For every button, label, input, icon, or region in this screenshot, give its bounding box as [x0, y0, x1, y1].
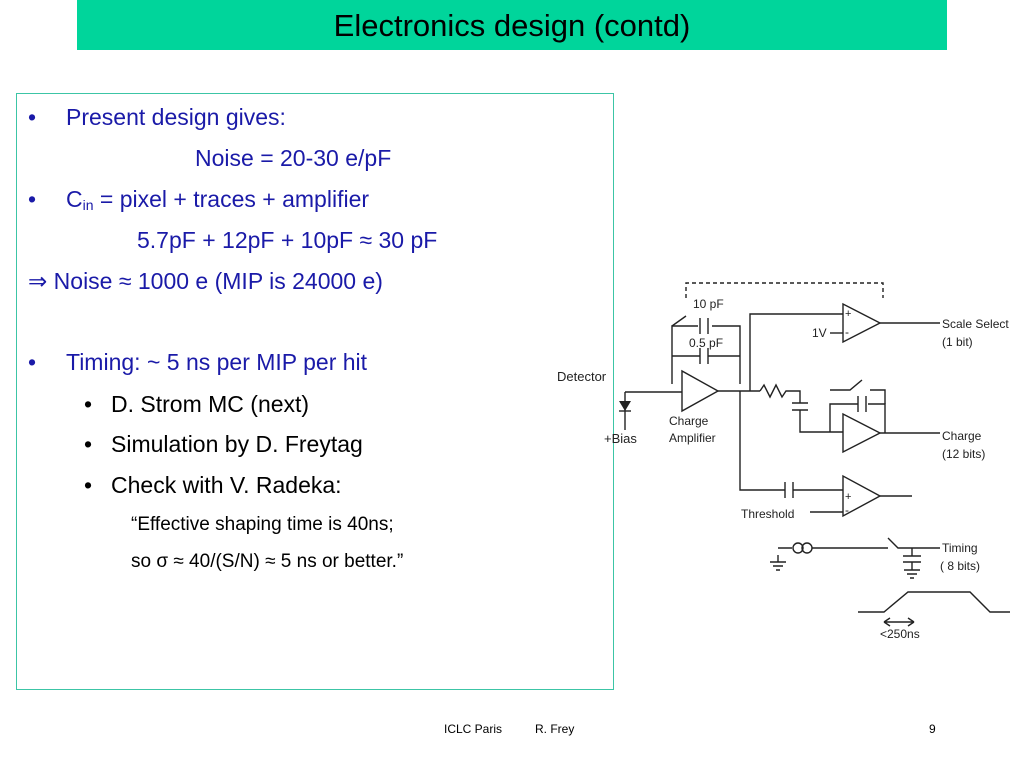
output-bus: [739, 391, 785, 491]
content-box: [16, 93, 614, 690]
noise-result: ⇒ Noise ≈ 1000 e (MIP is 24000 e): [28, 268, 383, 295]
feedback-switch: [671, 315, 687, 327]
label-bias: +Bias: [604, 431, 637, 446]
bullet-marker: •: [28, 104, 37, 130]
label-ref-1v: 1V: [812, 326, 827, 340]
bullet-marker: •: [28, 349, 37, 375]
label-plus: +: [845, 308, 851, 320]
sub-bullet-simulation: Simulation by D. Freytag: [111, 431, 363, 457]
cin-rest: = pixel + traces + amplifier: [93, 186, 370, 212]
sub-bullet-marker: •: [84, 431, 93, 457]
label-charge-amp-2: Amplifier: [669, 431, 716, 445]
cin-subscript: in: [82, 197, 94, 213]
title-bar: Electronics design (contd): [77, 0, 947, 50]
label-scale-select: Scale Select: [942, 317, 1009, 331]
sub-bullet-check: Check with V. Radeka:: [111, 472, 342, 498]
timing-current-source-left: [792, 542, 804, 554]
quote-line-2: so σ ≈ 40/(S/N) ≈ 5 ns or better.”: [131, 551, 404, 572]
scale-comparator: [842, 302, 882, 344]
bus-to-scale-amp: [749, 313, 843, 391]
cap-10pf-plates: [699, 318, 709, 334]
label-timing-bits: ( 8 bits): [940, 559, 980, 573]
sub-bullet-marker: •: [84, 391, 93, 417]
charge-feedback-cap: [857, 396, 867, 412]
timing-cap: [903, 548, 921, 579]
label-detector: Detector: [557, 369, 607, 384]
shaper-to-amp: [799, 410, 843, 433]
label-minus: -: [845, 325, 849, 339]
threshold-comparator: [842, 474, 882, 518]
scale-select-feedback-line: [685, 282, 884, 298]
label-cap-10pf: 10 pF: [693, 297, 724, 311]
pulse-width-arrow: [883, 617, 915, 627]
footer-author: R. Frey: [535, 722, 575, 736]
label-charge-bits: (12 bits): [942, 447, 985, 461]
label-threshold: Threshold: [741, 507, 794, 521]
charge-amplifier: [681, 369, 720, 413]
timing-ground-1: [770, 555, 786, 571]
footer-conference: ICLC Paris: [444, 722, 503, 736]
slide-title: Electronics design (contd): [333, 8, 691, 43]
timing-current-source-right: [801, 542, 813, 554]
bullet-marker: •: [28, 186, 37, 212]
shaper-cap: [792, 402, 808, 411]
charge-feedback-switch-2: [870, 389, 886, 404]
bullet-timing: Timing: ~ 5 ns per MIP per hit: [66, 349, 368, 375]
implies-arrow: ⇒: [28, 268, 48, 294]
timing-switch: [887, 537, 940, 549]
label-timing: Timing: [942, 541, 978, 555]
timing-ramp-waveform: [858, 591, 1010, 613]
cin-symbol: C: [66, 186, 83, 212]
cap-05pf-plates: [699, 348, 709, 364]
charge-shaper-amp: [842, 412, 882, 454]
label-cap-05pf: 0.5 pF: [689, 336, 723, 350]
label-plus: +: [845, 491, 851, 503]
footer-page-number: 9: [929, 722, 936, 736]
noise-result-text: Noise ≈ 1000 e (MIP is 24000 e): [47, 268, 383, 294]
bullet-cin: Cin = pixel + traces + amplifier: [66, 186, 369, 213]
label-charge: Charge: [942, 429, 982, 443]
bullet-present-design: Present design gives:: [66, 104, 286, 130]
label-minus: -: [845, 503, 849, 517]
sub-bullet-strom: D. Strom MC (next): [111, 391, 310, 417]
threshold-cap: [784, 482, 794, 498]
capacitance-sum: 5.7pF + 12pF + 10pF ≈ 30 pF: [137, 227, 438, 253]
label-pulse-width: <250ns: [880, 627, 920, 641]
circuit-diagram: Detector +Bias 10 pF 0.5 pF Charge Ampli…: [557, 282, 1010, 641]
shaper-resistor: [759, 383, 801, 403]
label-scale-bits: (1 bit): [942, 335, 973, 349]
quote-line-1: “Effective shaping time is 40ns;: [131, 514, 394, 535]
sub-bullet-marker: •: [84, 472, 93, 498]
charge-feedback-switch: [830, 379, 863, 391]
detector-diode: [619, 401, 631, 411]
noise-value: Noise = 20-30 e/pF: [195, 145, 392, 171]
label-charge-amp-1: Charge: [669, 414, 709, 428]
